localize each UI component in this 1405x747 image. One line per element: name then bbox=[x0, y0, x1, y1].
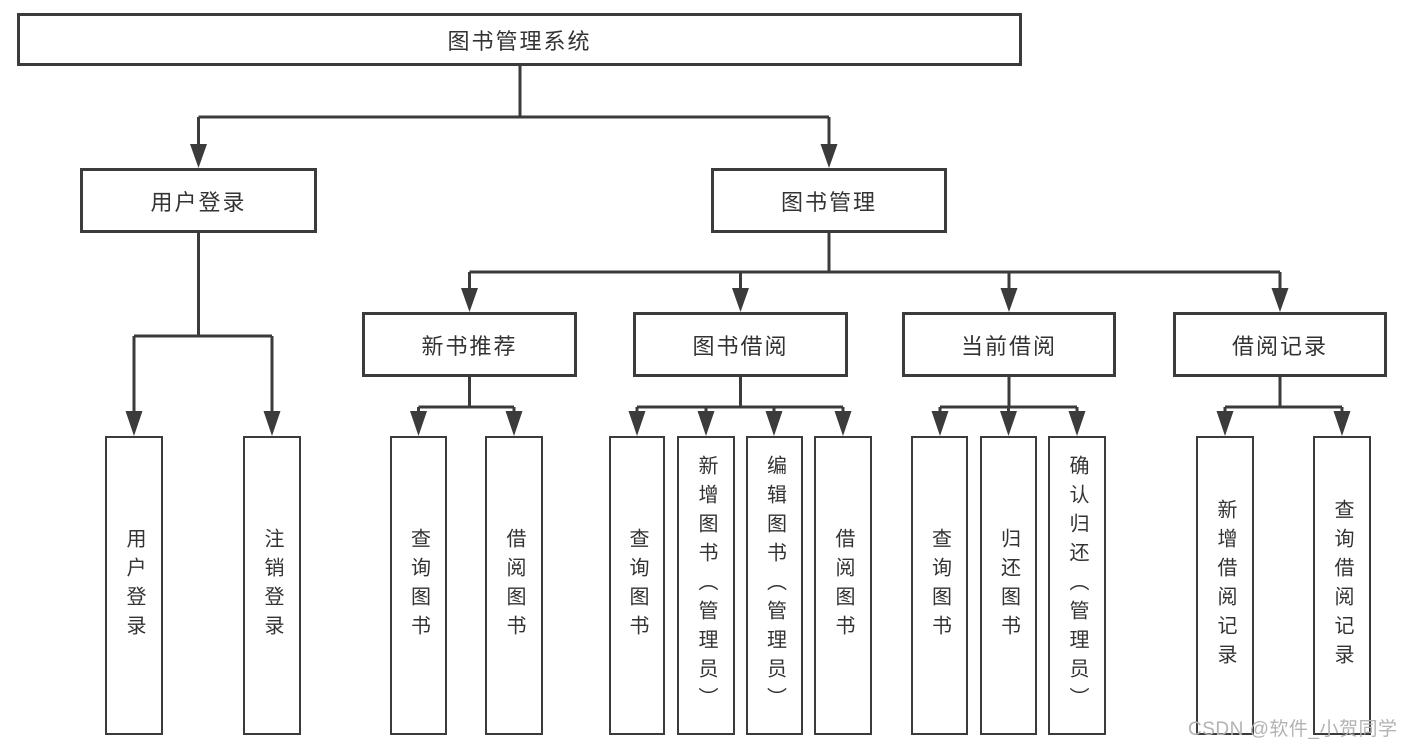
node-root: 图书管理系统 bbox=[17, 13, 1022, 66]
leaf-edit-book-admin: 编辑图书（管理员） bbox=[746, 436, 803, 735]
leaf-add-borrow-record: 新增借阅记录 bbox=[1196, 436, 1254, 735]
node-book-borrowing-label: 图书借阅 bbox=[692, 333, 789, 359]
node-root-label: 图书管理系统 bbox=[447, 28, 592, 54]
node-user-login: 用户登录 bbox=[80, 168, 317, 233]
node-book-borrowing: 图书借阅 bbox=[633, 312, 848, 377]
node-book-management-label: 图书管理 bbox=[780, 189, 877, 215]
leaf-query-books-recommend: 查询图书 bbox=[390, 436, 447, 735]
leaf-return-books: 归还图书 bbox=[980, 436, 1037, 735]
node-borrowing-records-label: 借阅记录 bbox=[1231, 333, 1328, 359]
node-current-borrowing-label: 当前借阅 bbox=[960, 333, 1057, 359]
leaf-logout: 注销登录 bbox=[243, 436, 301, 735]
leaf-query-books-current: 查询图书 bbox=[911, 436, 968, 735]
node-current-borrowing: 当前借阅 bbox=[902, 312, 1116, 377]
leaf-add-book-admin: 新增图书（管理员） bbox=[677, 436, 735, 735]
node-new-book-recommend: 新书推荐 bbox=[362, 312, 577, 377]
node-book-management: 图书管理 bbox=[711, 168, 947, 233]
leaf-borrow-books-borrowing: 借阅图书 bbox=[814, 436, 872, 735]
node-user-login-label: 用户登录 bbox=[150, 189, 247, 215]
leaf-query-borrow-record: 查询借阅记录 bbox=[1313, 436, 1371, 735]
leaf-confirm-return-admin: 确认归还（管理员） bbox=[1048, 436, 1106, 735]
csdn-watermark: CSDN @软件_小贺同学 bbox=[1188, 719, 1398, 740]
leaf-query-books-borrowing: 查询图书 bbox=[609, 436, 665, 735]
node-borrowing-records: 借阅记录 bbox=[1173, 312, 1387, 377]
leaf-borrow-books-recommend: 借阅图书 bbox=[485, 436, 543, 735]
leaf-user-login: 用户登录 bbox=[105, 436, 163, 735]
node-new-book-recommend-label: 新书推荐 bbox=[421, 333, 518, 359]
